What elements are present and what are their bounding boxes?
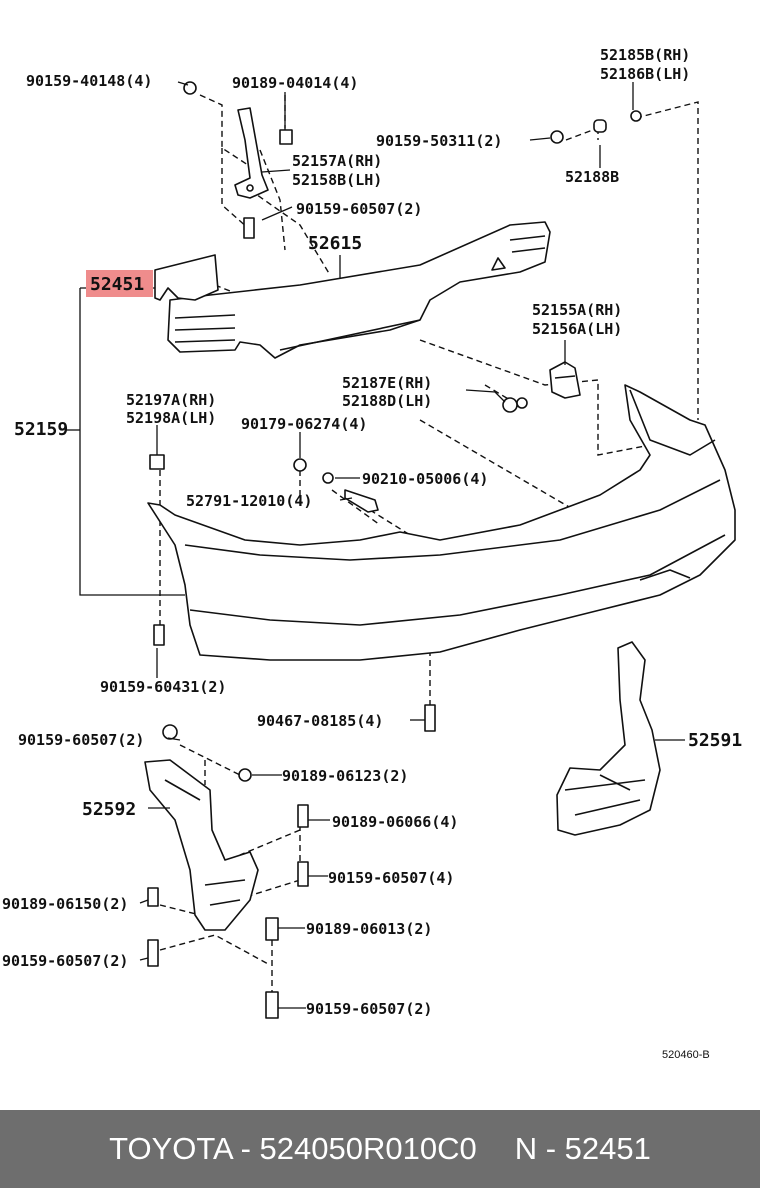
label-90159-60507-a[interactable]: 90159-60507(2) [296,200,422,218]
label-90189-06150[interactable]: 90189-06150(2) [2,895,128,913]
label-52187E[interactable]: 52187E(RH) [342,374,432,392]
callout-labels: 90159-40148(4) 90189-04014(4) 52185B(RH)… [2,46,742,1061]
label-90189-06013[interactable]: 90189-06013(2) [306,920,432,938]
label-90159-60431[interactable]: 90159-60431(2) [100,678,226,696]
label-90189-06123[interactable]: 90189-06123(2) [282,767,408,785]
energy-absorber-52615 [167,221,551,359]
retainer-52155A [549,361,581,399]
footer-reference-number: N - 52451 [514,1131,651,1166]
label-52186B[interactable]: 52186B(LH) [600,65,690,83]
part-number-footer: TOYOTA - 524050R010C0 N - 52451 [0,1110,760,1188]
label-90159-60507-d[interactable]: 90159-60507(2) [2,952,128,970]
label-90210-05006[interactable]: 90210-05006(4) [362,470,488,488]
figure-code: 520460-B [662,1049,710,1061]
label-52185B[interactable]: 52185B(RH) [600,46,690,64]
label-90189-06066[interactable]: 90189-06066(4) [332,813,458,831]
label-52157A[interactable]: 52157A(RH) [292,152,382,170]
parts-diagram: 90159-40148(4) 90189-04014(4) 52185B(RH)… [2,46,742,1061]
label-90159-60507-b[interactable]: 90159-60507(2) [18,731,144,749]
label-52451[interactable]: 52451 [90,274,144,295]
label-52159[interactable]: 52159 [14,419,68,440]
label-52615[interactable]: 52615 [308,233,362,254]
label-90179-06274[interactable]: 90179-06274(4) [241,415,367,433]
label-52155A[interactable]: 52155A(RH) [532,301,622,319]
label-52156A[interactable]: 52156A(LH) [532,320,622,338]
label-90159-60507-e[interactable]: 90159-60507(2) [306,1000,432,1018]
bumper-cover-52159 [147,384,736,661]
label-52198A[interactable]: 52198A(LH) [126,409,216,427]
side-cover-52591 [556,641,661,836]
label-52188D[interactable]: 52188D(LH) [342,392,432,410]
label-52188B[interactable]: 52188B [565,168,619,186]
pad-52451 [154,254,219,301]
highlight-52451 [86,270,153,297]
bracket-52157A [234,107,269,199]
side-cover-52592 [144,759,259,931]
label-52158B[interactable]: 52158B(LH) [292,171,382,189]
label-52591[interactable]: 52591 [688,730,742,751]
label-90159-40148[interactable]: 90159-40148(4) [26,72,152,90]
label-90189-04014[interactable]: 90189-04014(4) [232,74,358,92]
label-52592[interactable]: 52592 [82,799,136,820]
footer-brand-part-number: TOYOTA - 524050R010C0 [109,1131,477,1166]
label-90467-08185[interactable]: 90467-08185(4) [257,712,383,730]
label-52791-12010[interactable]: 52791-12010(4) [186,492,312,510]
label-90159-60507-c[interactable]: 90159-60507(4) [328,869,454,887]
clip-52187E [502,397,528,413]
label-52197A[interactable]: 52197A(RH) [126,391,216,409]
label-90159-50311[interactable]: 90159-50311(2) [376,132,502,150]
